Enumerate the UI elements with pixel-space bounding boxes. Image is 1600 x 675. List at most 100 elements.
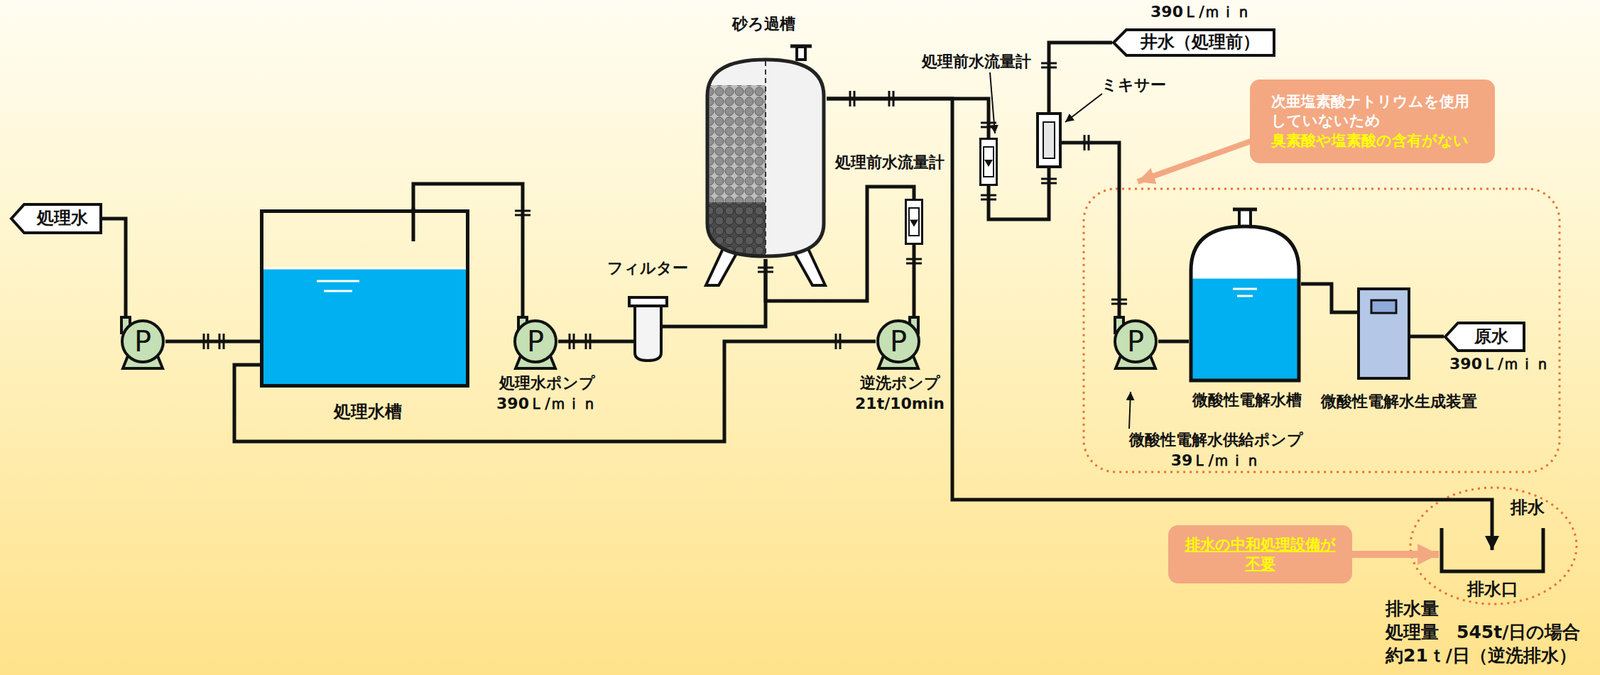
node-label: 次亜塩素酸ナトリウムを使用していないため	[1271, 92, 1474, 132]
pump-letter: P	[526, 327, 544, 356]
pump-body-part	[122, 320, 164, 363]
tag-outline-part	[1445, 323, 1525, 351]
flow-meter: 処理前水流量計	[979, 137, 998, 187]
terminal-tag: 原水	[1443, 321, 1526, 353]
callout-arrow	[1352, 551, 1439, 559]
node-label: 処理前水流量計	[835, 152, 945, 174]
filter-body-part	[634, 306, 662, 361]
node-content: 処理水	[9, 203, 103, 235]
node-content: P	[512, 318, 559, 365]
tank-inlet-pipe	[411, 208, 416, 242]
node-label: 微酸性電解水供給ポンプ 39Ｌ/ｍｉｎ	[1124, 430, 1308, 471]
sand-filter-body-part-part	[704, 85, 766, 203]
electrolyzed-water-region	[1083, 188, 1560, 473]
meter-body	[981, 139, 1000, 189]
meter-body	[906, 200, 926, 248]
pipe-line	[826, 98, 1493, 551]
node-content: P	[120, 318, 166, 365]
sand-filter-body-part	[704, 85, 766, 263]
node-label: 井水（処理前）	[1140, 31, 1260, 54]
node-label: 排水の中和処理設備が不要	[1182, 535, 1338, 575]
sand-filter-vessel: 砂ろ過槽	[704, 56, 827, 260]
pump-letter: P	[1127, 327, 1145, 356]
tank-body-part	[1192, 276, 1298, 280]
pump-symbol: P処理水ポンプ 390Ｌ/ｍｉｎ	[512, 318, 559, 365]
node-label: 原水	[1474, 325, 1509, 348]
note-label: 約21ｔ/日（逆洗排水）	[1385, 645, 1577, 667]
node-label: 臭素酸や塩素酸の含有がない	[1271, 131, 1469, 151]
leader-line	[1065, 93, 1103, 123]
node-content: 原水	[1443, 321, 1526, 353]
node-label: 処理水槽	[333, 401, 402, 424]
tank-body-part	[1192, 277, 1298, 380]
node-label: 処理水	[36, 207, 89, 230]
tank-water-part	[263, 268, 466, 385]
pipe-line	[912, 245, 917, 319]
leader-line	[989, 72, 995, 134]
meter-body-part	[909, 208, 919, 236]
pump-symbol: P微酸性電解水供給ポンプ 39Ｌ/ｍｉｎ	[1112, 318, 1159, 365]
note-label: 処理量 545t/日の場合	[1385, 622, 1581, 644]
tank-water-part	[316, 280, 360, 283]
sand-filter-body	[704, 56, 827, 260]
node-label: 逆洗ポンプ 21t/10min	[848, 373, 952, 415]
tank-body-part	[1190, 226, 1299, 381]
device-screen-part	[1371, 300, 1397, 314]
tank-body	[1188, 219, 1302, 383]
terminal-tag: 井水（処理前）	[1112, 28, 1276, 57]
tank-body-part	[1190, 226, 1299, 381]
flow-rate-label: 390Ｌ/ｍｉｎ	[1150, 2, 1252, 22]
sand-filter-body-part	[790, 44, 812, 49]
note-callout: 次亜塩素酸ナトリウムを使用していないため臭素酸や塩素酸の含有がない	[1249, 79, 1495, 164]
node-label: 微酸性電解水槽	[1192, 390, 1302, 412]
pipe-line	[102, 218, 126, 319]
node-label: ミキサー	[1101, 75, 1167, 96]
pipe-line	[1301, 284, 1358, 313]
pump-body-part	[1114, 320, 1157, 363]
tank-body-part	[1232, 288, 1257, 291]
pump-body-part	[877, 320, 919, 363]
tank-water-part	[323, 290, 353, 293]
tag-outline-part	[11, 204, 101, 233]
pipe-line	[558, 340, 635, 344]
tag-outline-part	[1113, 29, 1275, 56]
treated-water-tank: 処理水槽	[259, 209, 470, 388]
meter-body-part	[984, 159, 993, 167]
note-label: 排水量	[1385, 598, 1439, 620]
pump-symbol: P	[120, 318, 166, 365]
tank-water-part	[263, 267, 466, 270]
drain-outlet: 排水排水口	[1438, 550, 1547, 575]
node-content: 井水（処理前）	[1112, 28, 1276, 57]
pump-letter: P	[889, 327, 907, 356]
sand-filter-body-part	[764, 61, 767, 255]
node-label: フィルター	[607, 258, 689, 280]
pump-letter: P	[134, 327, 152, 356]
tank-body-part	[1239, 209, 1251, 227]
mixer: ミキサー	[1036, 112, 1062, 169]
node-content: P	[1112, 318, 1159, 365]
tank-water	[263, 213, 473, 392]
node-label: 排水口	[1467, 578, 1519, 601]
electrolyzed-water-tank: 微酸性電解水槽	[1188, 219, 1302, 383]
node-content: P	[875, 318, 922, 365]
sand-filter-body-part	[707, 59, 824, 257]
basin-outline-part	[1441, 528, 1544, 572]
filter-body	[634, 296, 662, 363]
note-callout: 排水の中和処理設備が不要	[1168, 525, 1353, 584]
pipe-line	[1410, 335, 1444, 339]
flow-rate-label: 390Ｌ/ｍｉｎ	[1449, 355, 1551, 374]
sand-filter-body-part	[796, 46, 806, 60]
meter-body-part	[983, 147, 994, 177]
pump-body-part	[514, 320, 557, 363]
mixer-body-part	[1043, 122, 1055, 159]
device-screen	[1359, 290, 1414, 383]
cartridge-filter: フィルター	[634, 296, 662, 363]
flow-meter: 処理前水流量計	[904, 198, 924, 246]
basin-outline	[1438, 550, 1547, 575]
tank-body-part	[1237, 295, 1253, 298]
meter-body-part	[909, 220, 919, 228]
tank-body-part	[1232, 208, 1257, 212]
leader-line	[1129, 392, 1131, 429]
mixer-body	[1038, 115, 1065, 172]
